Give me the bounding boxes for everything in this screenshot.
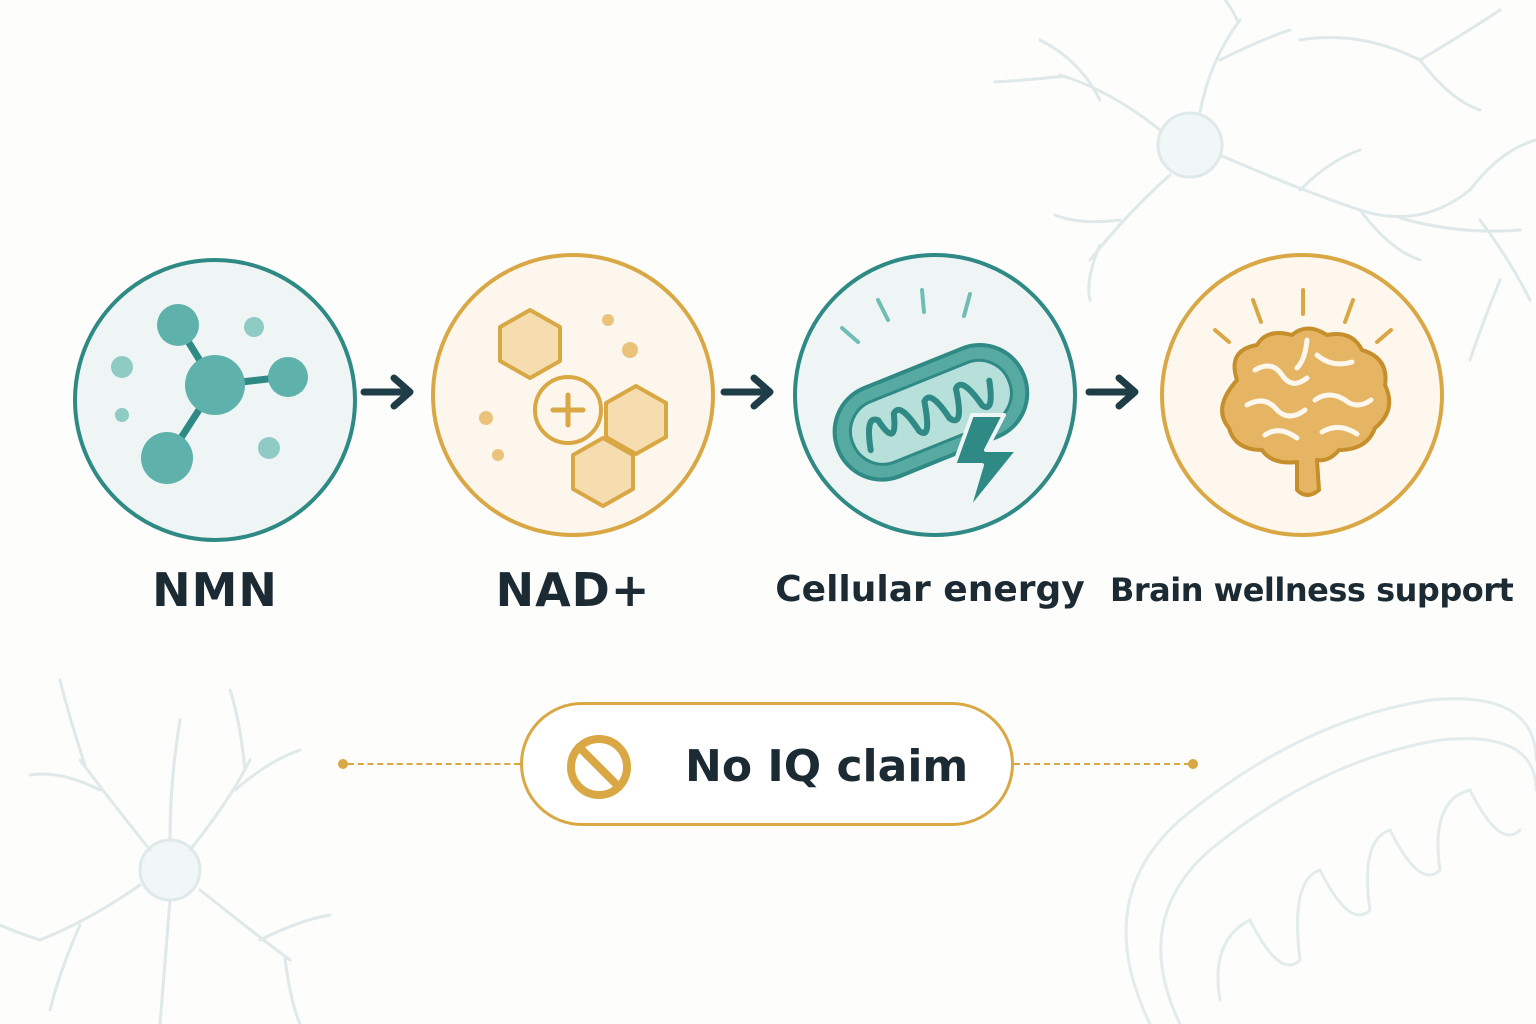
dotted-line-right: [1014, 763, 1190, 765]
arrow-icon: [360, 374, 414, 410]
neuron-decoration-top-right: [993, 0, 1536, 362]
dotted-line-end-left: [338, 759, 348, 769]
step-nmn: [70, 255, 360, 545]
arrow-icon: [720, 374, 774, 410]
dotted-line-left: [348, 763, 520, 765]
neuron-decoration-bottom-left: [0, 678, 332, 1024]
step-brain-wellness: [1157, 250, 1447, 540]
step-label-brain-wellness: Brain wellness support: [1110, 571, 1514, 609]
mitochondria-icon: [793, 253, 1077, 537]
disclaimer-pill: No IQ claim: [520, 702, 1014, 826]
prohibited-icon: [567, 735, 631, 799]
brain-icon: [1160, 253, 1444, 537]
nad-hexagon-icon: [431, 253, 715, 537]
step-nad: [428, 250, 718, 540]
molecule-icon: [73, 258, 357, 542]
step-label-cellular-energy: Cellular energy: [775, 569, 1085, 610]
step-label-nad: NAD+: [495, 563, 651, 617]
arrow-icon: [1085, 374, 1139, 410]
dotted-line-end-right: [1188, 759, 1198, 769]
step-cellular-energy: [790, 250, 1080, 540]
mitochondria-decoration-bottom-right: [1124, 697, 1536, 1024]
disclaimer-text: No IQ claim: [685, 741, 969, 792]
step-label-nmn: NMN: [152, 563, 278, 617]
